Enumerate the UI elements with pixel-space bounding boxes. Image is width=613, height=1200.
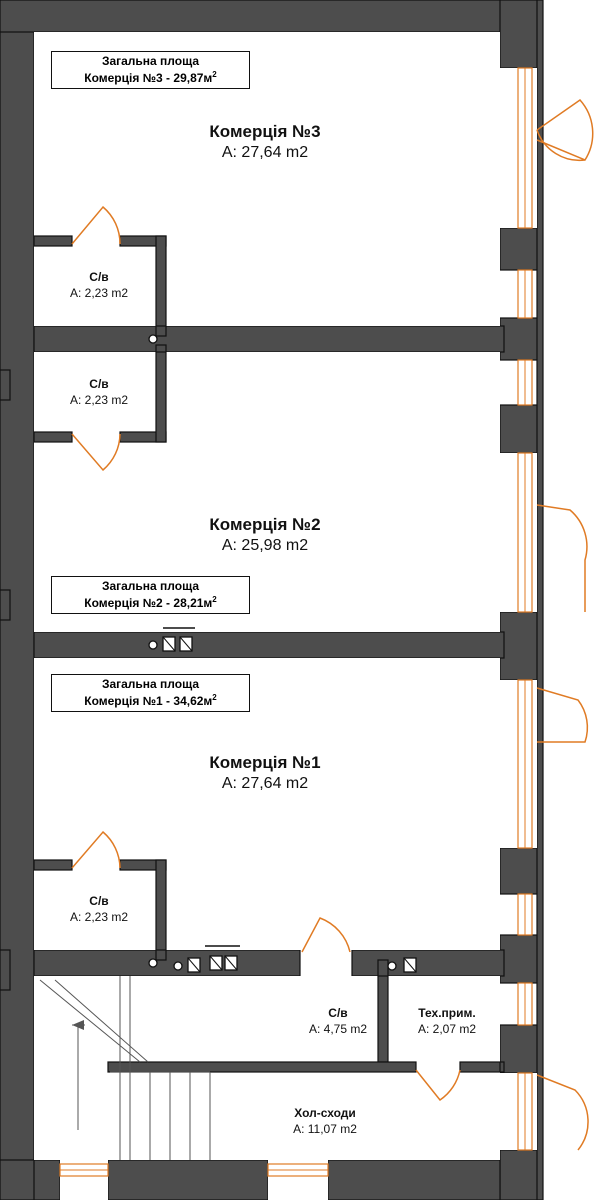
windows — [59, 67, 533, 1177]
door-ext-hol — [536, 1074, 589, 1151]
room-sv2-area: A: 2,23 m2 — [69, 393, 129, 407]
room-kom1-name: Комерція №1 — [209, 753, 321, 772]
room-kom1-area: A: 27,64 m2 — [221, 775, 309, 792]
door-tech — [415, 1069, 461, 1102]
room-sv-big-area: A: 4,75 m2 — [308, 1022, 368, 1036]
partition-lower-right — [351, 949, 505, 977]
room-sv3-area: A: 2,23 m2 — [69, 286, 129, 300]
room-hol-name: Хол-сходи — [294, 1106, 356, 1120]
room-tech-name: Тех.прим. — [418, 1006, 476, 1020]
wall-top — [0, 0, 541, 33]
room-kom3-area: A: 27,64 m2 — [221, 144, 309, 161]
room-sv1-name: С/в — [89, 894, 109, 908]
partition-kom3-kom2 — [33, 325, 505, 353]
shafts — [148, 334, 417, 973]
bottom-pier-left — [33, 1159, 61, 1200]
room-kom2-area: A: 25,98 m2 — [221, 537, 309, 554]
total-area-kom2-line1: Загальна площа — [101, 579, 200, 593]
wall-right-pier-3 — [499, 404, 541, 454]
wall-right-bottom — [499, 1149, 541, 1200]
total-area-kom2-line2: Комерція №2 - 28,21м — [84, 596, 213, 610]
total-area-kom3-line2: Комерція №3 - 29,87м — [84, 71, 213, 85]
total-area-kom3-line1: Загальна площа — [101, 54, 200, 68]
room-sv1-area: A: 2,23 m2 — [69, 910, 129, 924]
total-area-kom3-sup: 2 — [212, 70, 217, 79]
total-area-kom2-sup: 2 — [212, 595, 217, 604]
door-ext-kom1 — [536, 687, 589, 743]
door-sv3 — [71, 205, 121, 245]
bottom-pier-right — [327, 1159, 501, 1200]
total-area-kom2: Загальна площа Комерція №2 - 28,21м2 — [51, 576, 250, 614]
total-area-kom1-line2: Комерція №1 - 34,62м — [84, 694, 213, 708]
wall-right-pier-2 — [499, 317, 541, 361]
door-sv1 — [71, 830, 121, 869]
room-hol-area: A: 11,07 m2 — [293, 1122, 357, 1136]
bottom-pier-mid — [107, 1159, 269, 1200]
stairs — [39, 976, 211, 1160]
door-ext-kom2 — [536, 504, 588, 612]
room-tech-area: A: 2,07 m2 — [417, 1022, 477, 1036]
total-area-kom1-sup: 2 — [212, 693, 217, 702]
room-sv2-name: С/в — [89, 377, 109, 391]
wall-right-pier-5 — [499, 847, 541, 895]
wall-right-strip — [536, 0, 544, 1200]
partition-lower-left — [33, 949, 301, 977]
wall-right-pier-6 — [499, 934, 541, 984]
total-area-kom3: Загальна площа Комерція №3 - 29,87м2 — [51, 51, 250, 89]
total-area-kom1-line1: Загальна площа — [101, 677, 200, 691]
room-kom3-name: Комерція №3 — [209, 122, 321, 141]
wall-right-pier-4 — [499, 611, 541, 681]
room-kom2-name: Комерція №2 — [209, 515, 321, 534]
wall-right-top — [499, 0, 541, 69]
door-ext-kom3 — [536, 99, 594, 161]
wall-right-pier-7 — [499, 1024, 541, 1074]
partition-kom2-kom1 — [33, 631, 505, 659]
internal-walls — [0, 235, 501, 1073]
doors — [71, 99, 594, 1151]
door-sv-big — [301, 917, 351, 953]
wall-right-pier-1 — [499, 227, 541, 271]
total-area-kom1: Загальна площа Комерція №1 - 34,62м2 — [51, 674, 250, 712]
door-sv2 — [71, 433, 121, 472]
room-sv-big-name: С/в — [328, 1006, 348, 1020]
room-sv3-name: С/в — [89, 270, 109, 284]
